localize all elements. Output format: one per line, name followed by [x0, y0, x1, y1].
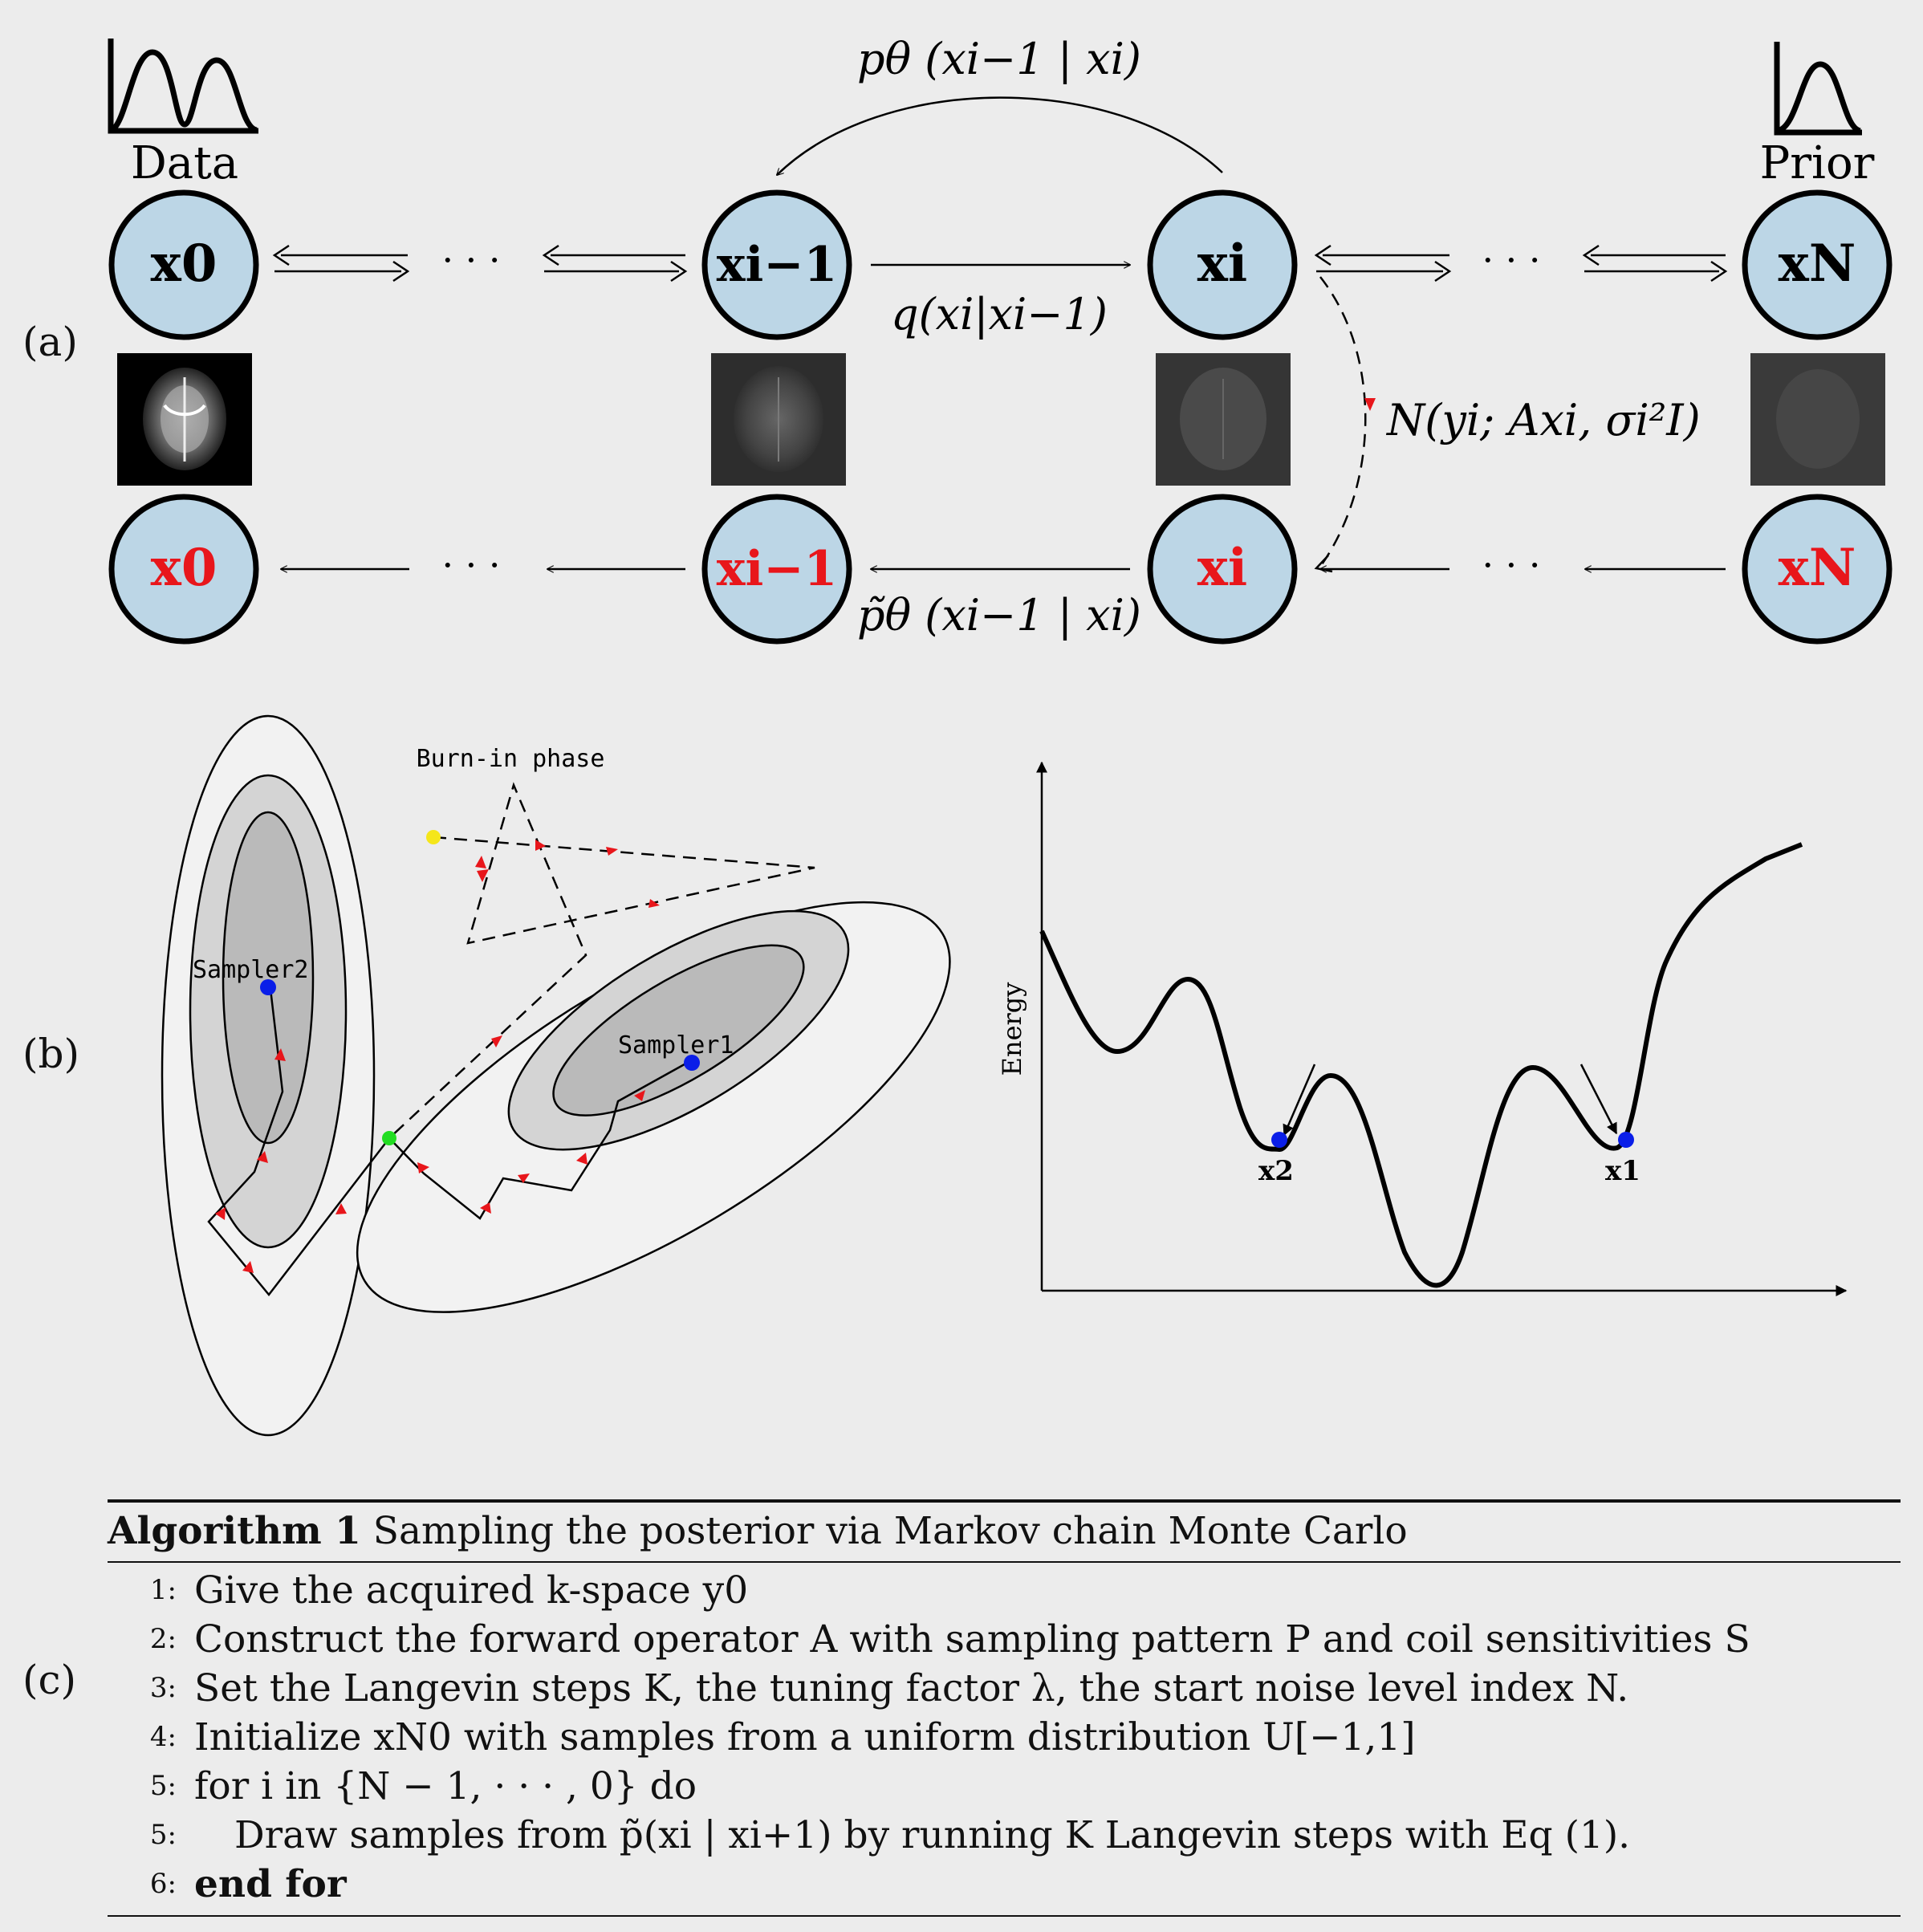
node-top-x0: x0	[108, 189, 259, 340]
sampler2-point	[260, 979, 276, 995]
energy-curve	[1039, 842, 1803, 1288]
brain-image-noise	[1750, 353, 1885, 486]
node-top-x0-label: x0	[151, 234, 218, 294]
node-top-xN-label: xN	[1779, 234, 1856, 294]
algorithm-bottom-rule	[108, 1915, 1901, 1917]
contour-left	[161, 714, 376, 1437]
brain-image-noisy-2	[1156, 353, 1291, 486]
start-point	[426, 830, 441, 844]
reverse-curve-arrow	[777, 96, 1223, 175]
algorithm-step: 3: Set the Langevin steps K, the tuning f…	[108, 1664, 1901, 1713]
algorithm-title: Algorithm 1 Sampling the posterior via M…	[108, 1503, 1901, 1561]
step-text: Construct the forward operator A with sa…	[194, 1617, 1750, 1662]
double-arrow-top-2	[542, 244, 688, 283]
node-bottom-xi-1-label: xi−1	[717, 541, 838, 597]
node-bottom-xi-1: xi−1	[701, 494, 852, 645]
double-arrow-top-3	[1314, 244, 1452, 283]
likelihood-red-arrowhead	[1364, 398, 1376, 411]
reverse-label: pθ (xi−1 | xi)	[857, 34, 1141, 84]
algorithm-steps: 1: Give the acquired k-space y0 2: Constru…	[108, 1563, 1901, 1909]
step-text: Initialize xN0 with samples from a unifo…	[194, 1715, 1416, 1759]
posterior-label: p̃θ (xi−1 | xi)	[857, 590, 1141, 641]
step-arrows	[215, 840, 660, 1273]
contour-right	[356, 901, 951, 1313]
junction-point	[382, 1131, 396, 1145]
energy-axis-label: Energy	[997, 982, 1027, 1076]
likelihood-label: N(yi; Axi, σi²I)	[1385, 395, 1701, 445]
brain-image-noisy-1	[711, 353, 846, 486]
x1-arrow	[1579, 1064, 1618, 1135]
burn-in-label: Burn-in phase	[417, 745, 605, 773]
x1-label: x1	[1605, 1155, 1640, 1187]
step-number: 5:	[149, 1819, 177, 1851]
step-number: 5:	[149, 1770, 177, 1802]
step-text: end for	[194, 1862, 347, 1906]
burn-in-path	[388, 782, 815, 1139]
node-bottom-x0: x0	[108, 494, 259, 645]
sampler1-point	[684, 1055, 700, 1071]
node-bottom-xN-label: xN	[1779, 538, 1856, 598]
node-bottom-x0-label: x0	[151, 538, 218, 598]
step-text: Draw samples from p̃(xi | xi+1) by runni…	[234, 1813, 1631, 1857]
data-distribution-icon	[108, 39, 258, 134]
algorithm-mid-rule	[108, 1561, 1901, 1563]
algorithm-title-text: Sampling the posterior via Markov chain …	[372, 1509, 1408, 1553]
ellipsis-top-right: · · ·	[1482, 238, 1540, 282]
step-number: 2:	[149, 1623, 177, 1655]
node-top-xi-label: xi	[1197, 234, 1247, 294]
sampler1-label: Sampler1	[618, 1031, 734, 1060]
step-number: 1:	[149, 1574, 177, 1606]
panel-label-b: (b)	[22, 1031, 79, 1077]
algorithm-top-rule	[108, 1499, 1901, 1503]
algorithm-step: 2: Construct the forward operator A with …	[108, 1615, 1901, 1664]
algorithm-step: 5: for i in {N − 1, · · · , 0} do	[108, 1762, 1901, 1811]
ellipsis-bottom-right: · · ·	[1482, 543, 1540, 587]
likelihood-arrow-tip	[1314, 555, 1333, 573]
x2-label: x2	[1258, 1155, 1294, 1187]
step-number: 4:	[149, 1721, 177, 1753]
step-number: 3:	[149, 1672, 177, 1704]
node-top-xi-1-label: xi−1	[717, 237, 838, 293]
sampler2-label: Sampler2	[193, 956, 309, 984]
brain-image-clean	[117, 353, 252, 486]
node-bottom-xN: xN	[1742, 494, 1893, 645]
data-label: Data	[131, 137, 238, 189]
x2-arrow	[1283, 1064, 1316, 1137]
prior-distribution-icon	[1774, 42, 1862, 136]
panel-label-a: (a)	[22, 319, 78, 365]
double-arrow-top-4	[1582, 244, 1728, 283]
x1-point	[1618, 1132, 1634, 1148]
step-text: Give the acquired k-space y0	[194, 1568, 749, 1613]
ellipsis-bottom-left: · · ·	[441, 543, 500, 587]
node-top-xN: xN	[1742, 189, 1893, 340]
ellipsis-top-left: · · ·	[441, 238, 500, 282]
node-top-xi-1: xi−1	[701, 189, 852, 340]
algorithm-number: Algorithm 1	[108, 1509, 361, 1553]
algorithm-step: 5: Draw samples from p̃(xi | xi+1) by run…	[108, 1811, 1901, 1860]
node-top-xi: xi	[1147, 189, 1298, 340]
node-bottom-xi-label: xi	[1197, 538, 1247, 598]
likelihood-dashed-arc	[1319, 276, 1367, 567]
step-text: for i in {N − 1, · · · , 0} do	[194, 1764, 697, 1808]
sampler1-path	[388, 1060, 691, 1220]
algorithm-box: Algorithm 1 Sampling the posterior via M…	[108, 1499, 1901, 1917]
algorithm-step: 6: end for	[108, 1860, 1901, 1909]
step-number: 6:	[149, 1868, 177, 1900]
panel-label-c: (c)	[22, 1657, 76, 1703]
x2-point	[1271, 1132, 1287, 1148]
step-text: Set the Langevin steps K, the tuning fac…	[194, 1666, 1629, 1710]
algorithm-step: 4: Initialize xN0 with samples from a uni…	[108, 1713, 1901, 1762]
algorithm-step: 1: Give the acquired k-space y0	[108, 1566, 1901, 1615]
node-bottom-xi: xi	[1147, 494, 1298, 645]
double-arrow-top-1	[272, 244, 410, 283]
prior-label: Prior	[1760, 137, 1875, 189]
forward-label: q(xi|xi−1)	[891, 289, 1108, 340]
